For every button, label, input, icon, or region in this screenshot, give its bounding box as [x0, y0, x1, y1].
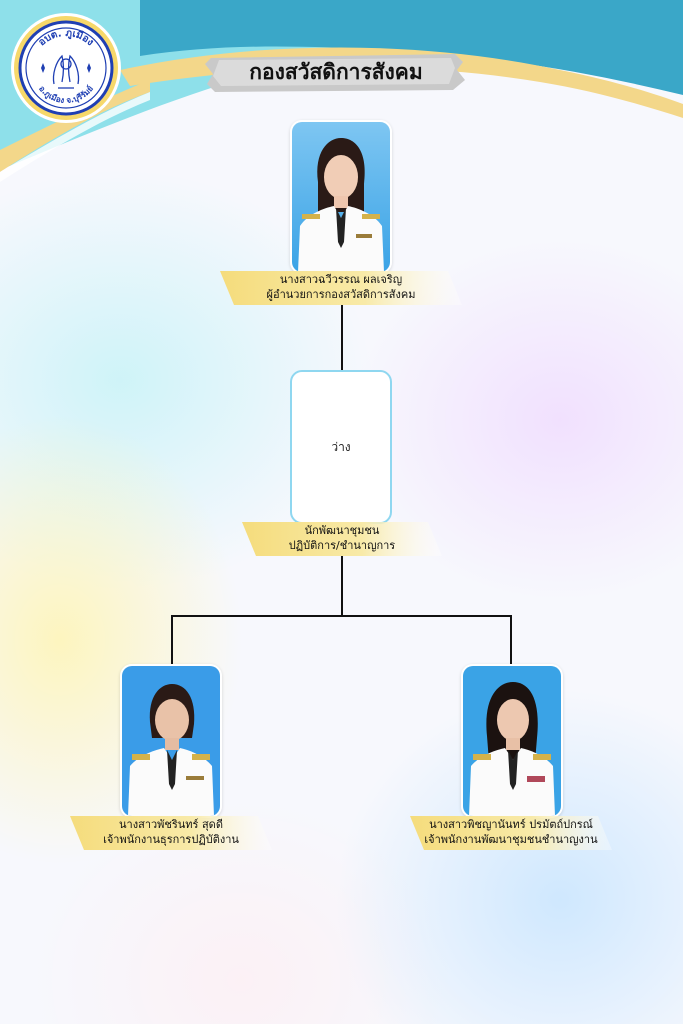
connector-horizontal — [171, 615, 512, 617]
director-label-ribbon — [220, 271, 462, 305]
middle-position-line2: ปฏิบัติการ/ชำนาญการ — [288, 539, 396, 552]
vacant-position-card: ว่าง — [290, 370, 392, 524]
director-name: นางสาวฉวีวรรณ ผลเจริญ — [279, 273, 403, 286]
staff-right-photo — [461, 664, 563, 818]
staff-right-label: นางสาวพิชญานันทร์ ปรมัตถ์ปกรณ์ เจ้าพนักง… — [410, 817, 612, 847]
vacant-text: ว่าง — [331, 439, 351, 454]
middle-label: นักพัฒนาชุมชน ปฏิบัติการ/ชำนาญการ — [242, 523, 442, 553]
middle-label-ribbon — [242, 522, 442, 556]
director-label: นางสาวฉวีวรรณ ผลเจริญ ผู้อำนวยการกองสวัส… — [220, 272, 462, 302]
organization-logo: อบต. ภูเมือง อ.ภูเมือง จ.บุรีรัมย์ — [11, 13, 121, 123]
staff-left-photo — [120, 664, 222, 818]
staff-right-name: นางสาวพิชญานันทร์ ปรมัตถ์ปกรณ์ — [429, 818, 593, 831]
staff-left-label: นางสาวพัชรินทร์ สุดดี เจ้าพนักงานธุรการป… — [70, 817, 272, 847]
page-title: กองสวัสดิการสังคม — [249, 60, 423, 84]
connector-to-left-staff — [171, 615, 173, 667]
staff-right-label-ribbon — [410, 816, 612, 850]
title-brush-banner — [205, 54, 465, 92]
staff-left-label-ribbon — [70, 816, 272, 850]
connector-director-to-middle — [341, 304, 343, 372]
staff-left-position: เจ้าพนักงานธุรการปฏิบัติงาน — [103, 833, 239, 846]
connector-to-right-staff — [510, 615, 512, 667]
director-position: ผู้อำนวยการกองสวัสดิการสังคม — [266, 288, 416, 301]
connector-middle-down — [341, 556, 343, 616]
director-photo — [290, 120, 392, 274]
middle-position-line1: นักพัฒนาชุมชน — [304, 524, 380, 537]
staff-left-name: นางสาวพัชรินทร์ สุดดี — [119, 818, 223, 831]
staff-right-position: เจ้าพนักงานพัฒนาชุมชนชำนาญงาน — [424, 833, 598, 846]
